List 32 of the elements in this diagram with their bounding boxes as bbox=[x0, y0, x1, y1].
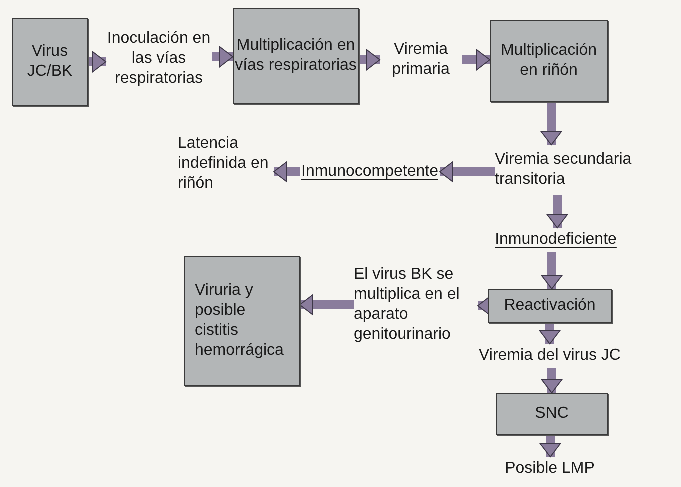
block-arrow bbox=[541, 102, 562, 146]
block-arrow bbox=[359, 50, 380, 70]
node-text: Viremia primaria bbox=[380, 36, 462, 84]
box-label: Reactivación bbox=[504, 296, 596, 316]
node-text: Viremia secundaria transitoria bbox=[495, 145, 679, 195]
block-arrow bbox=[88, 52, 106, 72]
box-label: Multiplicación en vías respiratorias bbox=[234, 36, 358, 76]
block-arrow bbox=[542, 252, 562, 290]
block-arrow bbox=[540, 323, 560, 344]
block-arrow bbox=[542, 368, 562, 394]
block-arrow bbox=[212, 46, 234, 68]
block-arrow bbox=[462, 50, 490, 70]
box-label: Viruria y posible cistitis hemorrágica bbox=[195, 281, 285, 361]
process-box bbox=[490, 20, 608, 102]
process-box bbox=[233, 8, 359, 104]
box-label: SNC bbox=[535, 404, 569, 424]
node-text: Inmunodeficiente bbox=[492, 228, 620, 252]
node-text: Inoculación en las vías respiratorias bbox=[106, 10, 212, 108]
box-label: Virus JC/BK bbox=[26, 42, 74, 82]
block-arrow bbox=[300, 294, 354, 316]
process-box bbox=[184, 256, 300, 386]
node-text: Latencia indefinida en riñón bbox=[178, 128, 274, 200]
process-box bbox=[496, 393, 608, 435]
process-box bbox=[488, 289, 612, 323]
block-arrow bbox=[274, 162, 300, 182]
block-arrow bbox=[540, 435, 561, 458]
node-text: Posible LMP bbox=[495, 457, 605, 481]
block-arrow bbox=[440, 162, 495, 182]
block-arrow bbox=[547, 195, 568, 228]
process-box bbox=[12, 18, 88, 106]
node-text: Inmunocompetente bbox=[300, 160, 440, 184]
box-label: Multiplicación en riñón bbox=[500, 41, 598, 81]
